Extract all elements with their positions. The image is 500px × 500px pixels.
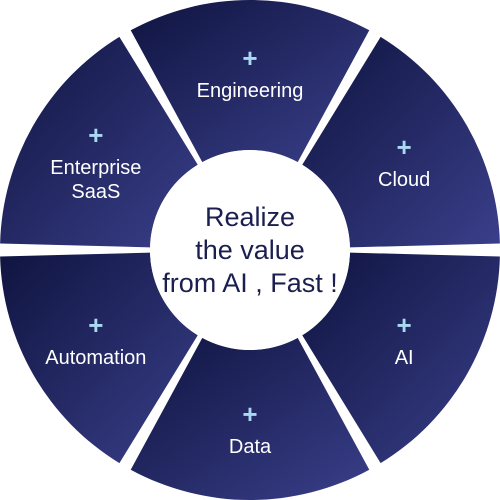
- segment-data-label: Data: [229, 436, 272, 458]
- labels-layer: + Engineering + Cloud + AI + Data + Automation + En…: [45, 43, 430, 458]
- segment-automation-label: Automation: [45, 347, 146, 369]
- segment-enterprise-saas-plus-icon: +: [88, 120, 103, 150]
- center-message-line: the value: [195, 235, 305, 265]
- segment-cloud-plus-icon: +: [397, 132, 412, 162]
- segment-engineering-label: Engineering: [197, 80, 304, 102]
- segment-ai-label: AI: [395, 347, 414, 369]
- segment-engineering-plus-icon: +: [242, 43, 257, 73]
- center-message-line: from AI , Fast !: [162, 268, 338, 298]
- segment-engineering: [130, 0, 370, 163]
- segment-enterprise-saas: [0, 36, 198, 248]
- segment-ai: [302, 252, 500, 464]
- segment-automation: [0, 252, 198, 464]
- segment-data-plus-icon: +: [242, 399, 257, 429]
- segment-enterprise-saas-label: Enterprise: [50, 157, 141, 179]
- segment-ai-plus-icon: +: [397, 310, 412, 340]
- segment-enterprise-saas-label: SaaS: [71, 181, 120, 203]
- segment-cloud: [302, 36, 500, 248]
- segment-data: [130, 337, 370, 500]
- center-message-line: Realize: [205, 202, 295, 232]
- segment-automation-plus-icon: +: [88, 310, 103, 340]
- center-disc: [150, 150, 350, 350]
- segment-cloud-label: Cloud: [378, 169, 430, 191]
